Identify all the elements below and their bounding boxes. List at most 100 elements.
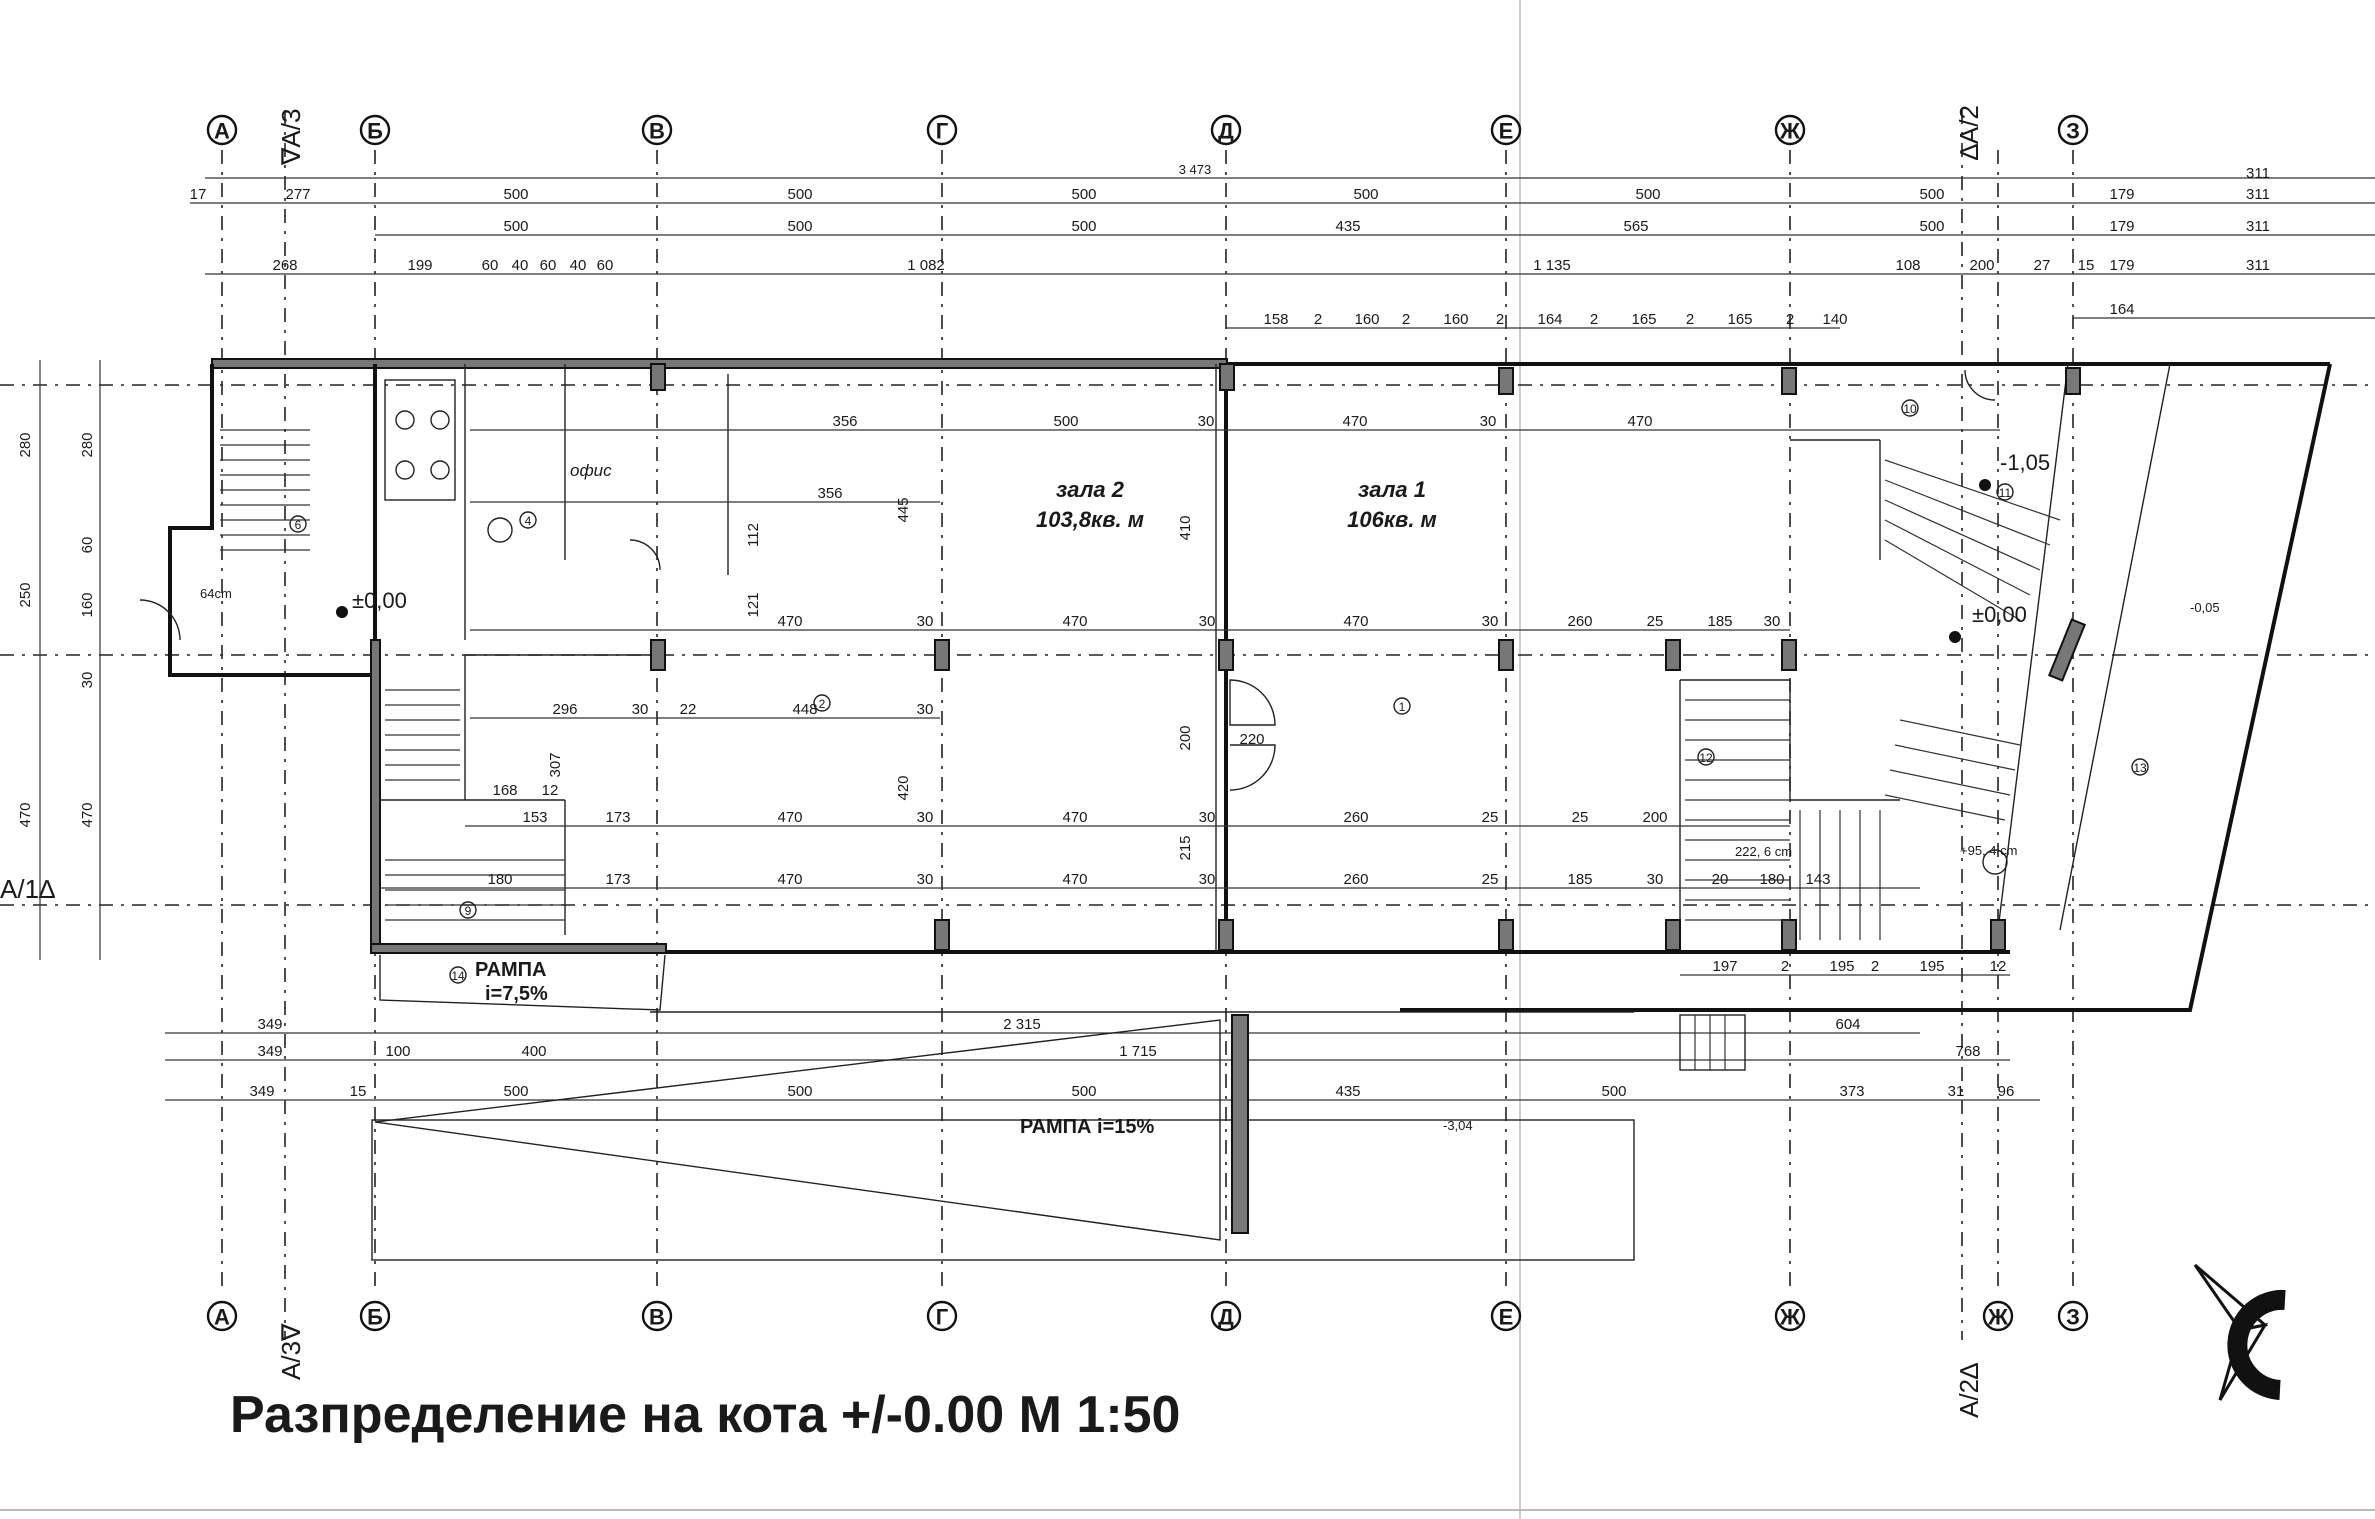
dim-value: 185 — [1567, 871, 1592, 888]
axis-label: Ж — [1987, 1305, 2008, 1330]
axis-label: Б — [367, 1305, 383, 1330]
room-number: 1 — [1399, 700, 1406, 714]
dim-value: 1 082 — [907, 257, 945, 274]
column — [1781, 367, 1797, 395]
dim-value: 356 — [817, 485, 842, 502]
room-number: 12 — [1699, 751, 1713, 765]
dim-value: 277 — [285, 186, 310, 203]
dim-value: 470 — [1342, 413, 1367, 430]
dim-value: 500 — [1919, 186, 1944, 203]
dim-value: 140 — [1822, 311, 1847, 328]
dim-value: 30 — [1199, 613, 1216, 630]
axis-label: Ж — [1779, 1305, 1800, 1330]
dim-value: 2 — [1314, 311, 1322, 328]
dim-value: 12 — [542, 782, 559, 799]
dim-value: 470 — [777, 809, 802, 826]
dim-value: 470 — [777, 613, 802, 630]
column — [2047, 618, 2087, 682]
room-number-bubble: 6 — [289, 515, 307, 533]
grid-axes — [0, 110, 2375, 1340]
dim-value: 100 — [385, 1043, 410, 1060]
column — [1781, 639, 1797, 671]
room-number: 11 — [1999, 486, 2012, 500]
ramp-small — [379, 954, 666, 1011]
column — [1781, 919, 1797, 951]
ramp1-slope: i=7,5% — [485, 983, 548, 1005]
axis-label: А — [214, 1305, 230, 1330]
dim-value: 565 — [1623, 218, 1648, 235]
section-marker-a3-bottom: А/3∇ — [276, 1323, 306, 1380]
level-plus222: 222, 6 cm — [1735, 844, 1792, 859]
room-numbers: 1 2 4 6 9 10 11 12 13 14 — [289, 399, 2149, 984]
dim-value: 25 — [1572, 809, 1589, 826]
dim-value: 165 — [1727, 311, 1752, 328]
toilet-icon — [395, 410, 415, 430]
north-arrow-icon — [2193, 1263, 2286, 1401]
dim-value: 164 — [2109, 301, 2134, 318]
doors — [139, 369, 1996, 791]
dim-value: 500 — [1053, 413, 1078, 430]
dim-value: 470 — [1343, 613, 1368, 630]
dim-value: 410 — [1177, 515, 1194, 540]
room-number-bubble: 10 — [1901, 399, 1919, 417]
dim-value: 165 — [1631, 311, 1656, 328]
dim-value: 30 — [1199, 809, 1216, 826]
dim-value: 2 — [1786, 311, 1794, 328]
dim-value: 215 — [1177, 835, 1194, 860]
dim-value: 179 — [2109, 186, 2134, 203]
dim-value: 500 — [1635, 186, 1660, 203]
dim-value: 220 — [1239, 731, 1264, 748]
dim-value: 445 — [895, 497, 912, 522]
ramp-curb — [1231, 1014, 1249, 1234]
dim-value: 500 — [1071, 218, 1096, 235]
drawing-title: Разпределение на кота +/-0.00 М 1:50 — [230, 1386, 1180, 1444]
dim-value: 500 — [1071, 1083, 1096, 1100]
stairs-exterior-south — [1679, 1014, 1746, 1071]
dim-value: 40 — [570, 257, 587, 274]
dim-value: 22 — [680, 701, 697, 718]
level-marker-icon — [1979, 479, 1991, 491]
room-number-bubble: 9 — [459, 901, 477, 919]
dim-value: 173 — [605, 871, 630, 888]
dim-value: 199 — [407, 257, 432, 274]
section-marker-a2-bottom: А/2∆ — [1954, 1363, 1984, 1418]
axis-bubble: Б — [359, 114, 391, 146]
dim-value: 168 — [492, 782, 517, 799]
axis-label: Е — [1499, 1305, 1514, 1330]
dim-value: 2 — [1402, 311, 1410, 328]
room-area-hall1: 106кв. м — [1347, 507, 1437, 532]
dim-value: 112 — [745, 523, 762, 547]
level-minus304: -3,04 — [1443, 1118, 1473, 1133]
axis-bubble: Г — [926, 1300, 958, 1332]
dim-value: 25 — [1482, 809, 1499, 826]
axis-bubble: Ж — [1774, 114, 1806, 146]
dim-value: 30 — [1764, 613, 1781, 630]
column — [1498, 367, 1514, 395]
dim-value: 400 — [521, 1043, 546, 1060]
top-dimensions: 3 473 17 277 500 500 500 500 500 500 179… — [190, 162, 2375, 329]
dim-value: 60 — [597, 257, 614, 274]
left-dimensions: 280 280 250 160 60 30 470 470 — [17, 360, 101, 960]
room-name-hall1: зала 1 — [1358, 477, 1426, 502]
dim-value: 2 — [1686, 311, 1694, 328]
ramp2-label: РАМПА i=15% — [1020, 1116, 1155, 1138]
room-name-office: офис — [570, 461, 612, 480]
dim-value: 60 — [540, 257, 557, 274]
dim-value: 158 — [1263, 311, 1288, 328]
sink-icon — [1982, 849, 2008, 875]
level-zero-left: ±0,00 — [352, 588, 407, 613]
toilet-icon — [430, 410, 450, 430]
room-number-bubble: 14 — [449, 966, 467, 984]
dim-value: 179 — [2109, 218, 2134, 235]
column — [1218, 919, 1234, 951]
axis-bubble: А — [206, 114, 238, 146]
column — [934, 639, 950, 671]
dim-value: 435 — [1335, 1083, 1360, 1100]
dim-value: 30 — [917, 809, 934, 826]
wc-block — [384, 379, 456, 501]
dim-value: 173 — [605, 809, 630, 826]
dim-value: 195 — [1829, 958, 1854, 975]
dim-value: 448 — [792, 701, 817, 718]
wall-east-slanted — [1400, 363, 2332, 1012]
room-number: 10 — [1903, 402, 1917, 416]
